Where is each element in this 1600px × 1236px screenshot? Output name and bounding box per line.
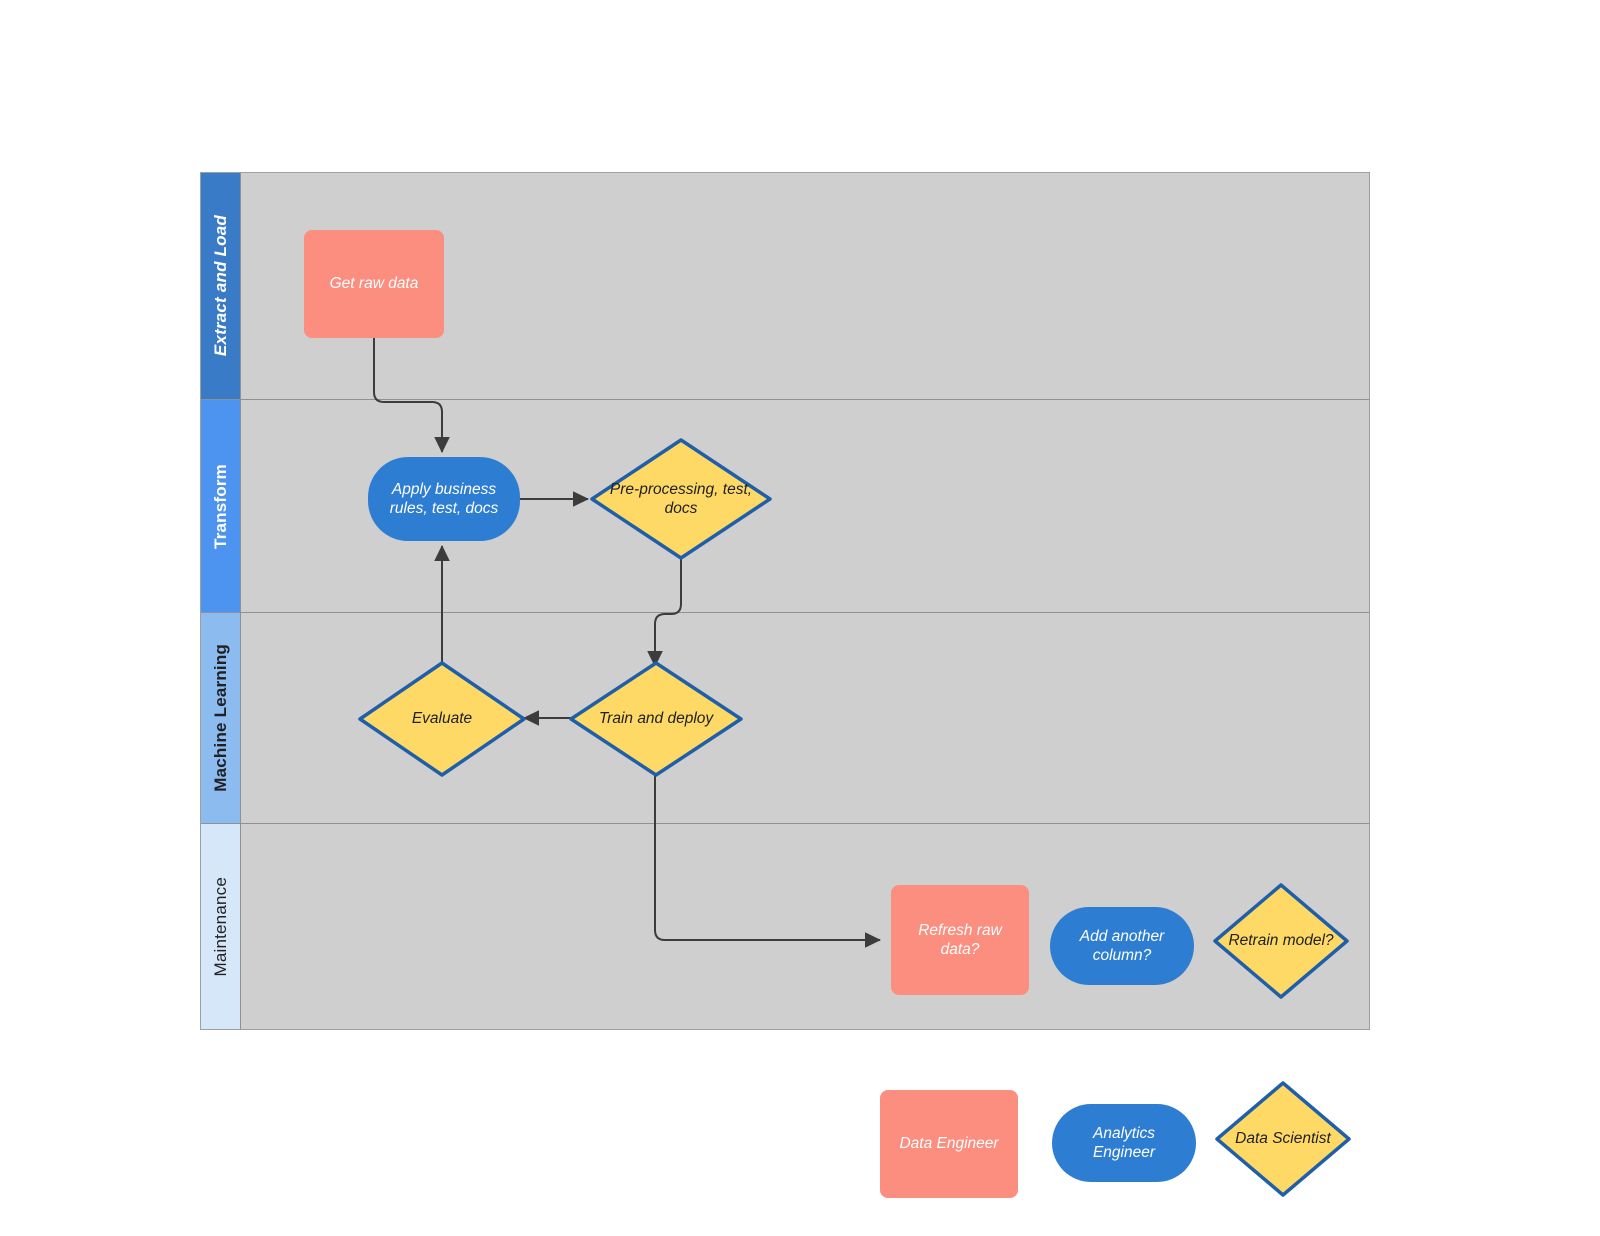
legend-item-data-engineer: Data Engineer — [880, 1090, 1018, 1198]
lane-body-maintenance — [241, 824, 1369, 1029]
node-apply-business-rules[interactable]: Apply business rules, test, docs — [368, 457, 520, 541]
lane-header-machine-learning: Machine Learning — [201, 613, 241, 823]
lane-label-transform: Transform — [210, 463, 230, 549]
node-label-apply-business-rules: Apply business rules, test, docs — [389, 480, 499, 517]
diamond-shape-train-and-deploy — [569, 661, 743, 777]
diamond-shape-pre-processing — [590, 438, 772, 560]
node-evaluate[interactable]: Evaluate — [357, 660, 527, 778]
node-add-another-column[interactable]: Add another column? — [1050, 907, 1194, 985]
diamond-shape-data-scientist — [1215, 1081, 1351, 1197]
node-get-raw-data[interactable]: Get raw data — [304, 230, 444, 338]
legend: Data Engineer Analytics Engineer Data Sc… — [880, 1081, 1380, 1198]
diamond-shape-retrain-model — [1213, 883, 1349, 999]
lane-header-maintenance: Maintenance — [201, 824, 241, 1029]
legend-label-analytics-engineer: Analytics Engineer — [1092, 1124, 1156, 1161]
lane-label-extract-and-load: Extract and Load — [210, 215, 230, 357]
lane-header-extract-and-load: Extract and Load — [201, 173, 241, 399]
legend-label-data-engineer: Data Engineer — [899, 1135, 999, 1153]
node-refresh-raw-data[interactable]: Refresh raw data? — [891, 885, 1029, 995]
lane-header-transform: Transform — [201, 400, 241, 612]
node-label-add-another-column: Add another column? — [1079, 927, 1165, 964]
node-label-refresh-raw-data: Refresh raw data? — [918, 921, 1002, 958]
lane-label-machine-learning: Machine Learning — [210, 644, 230, 792]
legend-item-analytics-engineer: Analytics Engineer — [1052, 1104, 1196, 1182]
diamond-shape-evaluate — [358, 661, 526, 777]
lane-maintenance: Maintenance — [201, 824, 1369, 1029]
node-label-get-raw-data: Get raw data — [329, 275, 419, 293]
legend-item-data-scientist: Data Scientist — [1214, 1080, 1352, 1198]
node-train-and-deploy[interactable]: Train and deploy — [568, 660, 744, 778]
node-retrain-model[interactable]: Retrain model? — [1212, 882, 1350, 1000]
node-pre-processing[interactable]: Pre-processing, test, docs — [589, 437, 773, 561]
lane-label-maintenance: Maintenance — [210, 876, 230, 977]
